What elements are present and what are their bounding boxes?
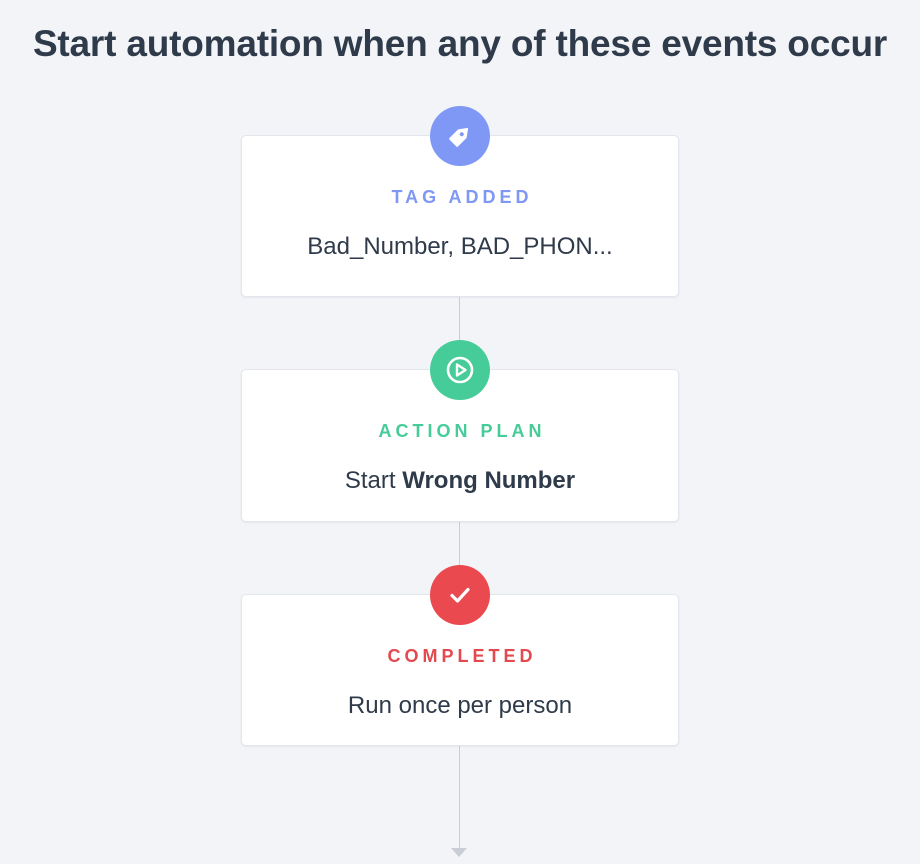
step-type-label: ACTION PLAN	[378, 421, 546, 441]
check-icon	[430, 565, 490, 625]
completed-card[interactable]: COMPLETED Run once per person	[241, 594, 679, 746]
step-type-label: TAG ADDED	[391, 187, 533, 207]
step-detail: Run once per person	[347, 692, 573, 719]
step-detail: Start Wrong Number	[242, 465, 678, 497]
step-detail: Bad_Number, BAD_PHON...	[307, 233, 613, 260]
flow-arrow-down-icon	[451, 848, 467, 857]
step-type-label: COMPLETED	[387, 646, 537, 666]
detail-prefix: Start	[344, 467, 396, 494]
flow-connector	[459, 297, 460, 342]
flow-connector	[459, 522, 460, 567]
page-title: Start automation when any of these event…	[32, 23, 888, 64]
flow-connector	[459, 746, 460, 852]
tag-icon	[430, 106, 490, 166]
action-plan-name: Wrong Number	[402, 467, 576, 494]
play-circle-icon	[430, 340, 490, 400]
